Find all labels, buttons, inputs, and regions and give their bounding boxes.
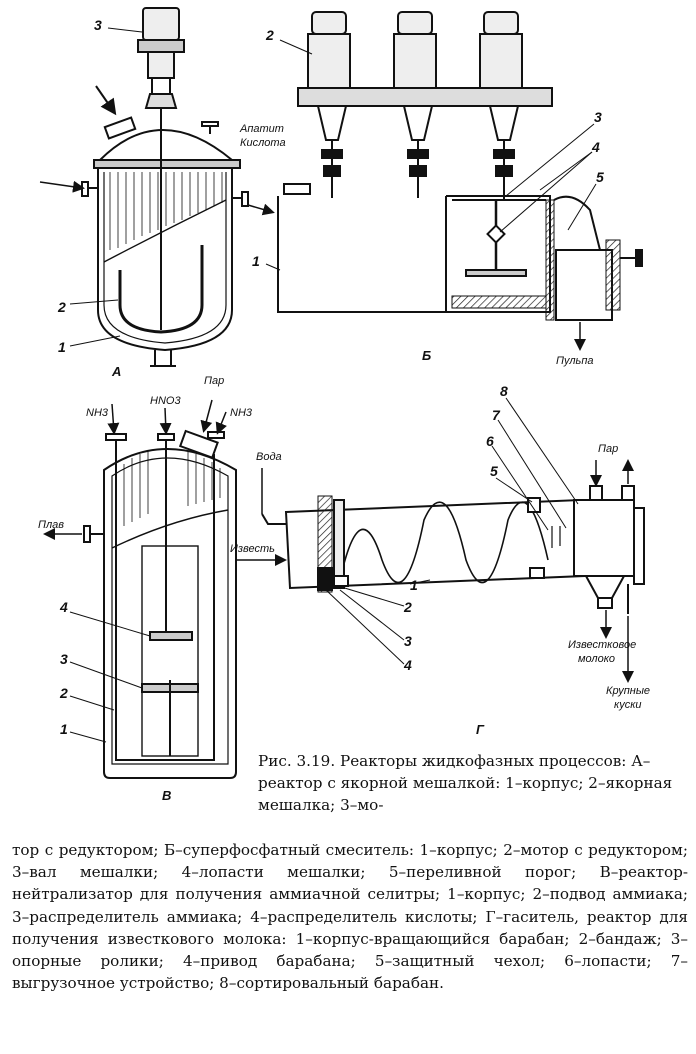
label-g-voda: Вода <box>256 451 282 463</box>
reactor-a <box>81 7 249 367</box>
label-b-4: 4 <box>591 139 600 155</box>
label-g-2: 2 <box>403 599 412 615</box>
label-g-6: 6 <box>486 433 494 449</box>
label-a-2: 2 <box>57 299 66 315</box>
label-g-izv-moloko-2: молоко <box>578 653 615 665</box>
label-b-1: 1 <box>252 253 260 269</box>
label-g-izvest: Известь <box>230 543 275 555</box>
figure-caption-rest: тор с редуктором; Б–суперфосфатный смеси… <box>12 841 688 993</box>
label-g-krupnye-2: куски <box>614 699 642 711</box>
label-b-apatit: Апатит <box>239 123 284 135</box>
label-v-3: 3 <box>60 651 68 667</box>
label-g-letter: Г <box>476 722 485 737</box>
label-a-letter: А <box>111 364 121 379</box>
label-g-8: 8 <box>500 383 508 399</box>
label-b-kislota: Кислота <box>240 137 286 149</box>
label-g-5: 5 <box>490 463 498 479</box>
label-g-7: 7 <box>492 407 501 423</box>
label-b-3: 3 <box>594 109 602 125</box>
label-g-krupnye-1: Крупные <box>606 685 650 697</box>
label-v-par: Пар <box>204 375 224 387</box>
label-g-4: 4 <box>403 657 412 673</box>
label-v-plav: Плав <box>38 519 64 531</box>
label-v-2: 2 <box>59 685 68 701</box>
label-g-par: Пар <box>598 443 618 455</box>
label-v-nh3-right: NH3 <box>230 407 253 419</box>
label-g-1: 1 <box>410 577 418 593</box>
label-v-nh3-left: NH3 <box>86 407 109 419</box>
label-b-5: 5 <box>596 169 604 185</box>
label-v-hno3: HNO3 <box>150 395 181 407</box>
label-a-1: 1 <box>58 339 66 355</box>
label-v-1: 1 <box>60 721 68 737</box>
label-v-letter: В <box>162 788 171 803</box>
label-g-izv-moloko-1: Известковое <box>568 639 636 651</box>
label-b-2: 2 <box>265 27 274 43</box>
figure-caption-first: Рис. 3.19. Реакторы жидкофазных процессо… <box>258 752 673 815</box>
label-b-pulpa: Пульпа <box>556 355 594 367</box>
mixer-b <box>277 11 643 321</box>
label-b-letter: Б <box>422 348 431 363</box>
label-g-3: 3 <box>404 633 412 649</box>
label-a-3: 3 <box>94 17 102 33</box>
reactor-v <box>83 429 237 779</box>
label-v-4: 4 <box>59 599 68 615</box>
slaker-g <box>261 485 645 614</box>
